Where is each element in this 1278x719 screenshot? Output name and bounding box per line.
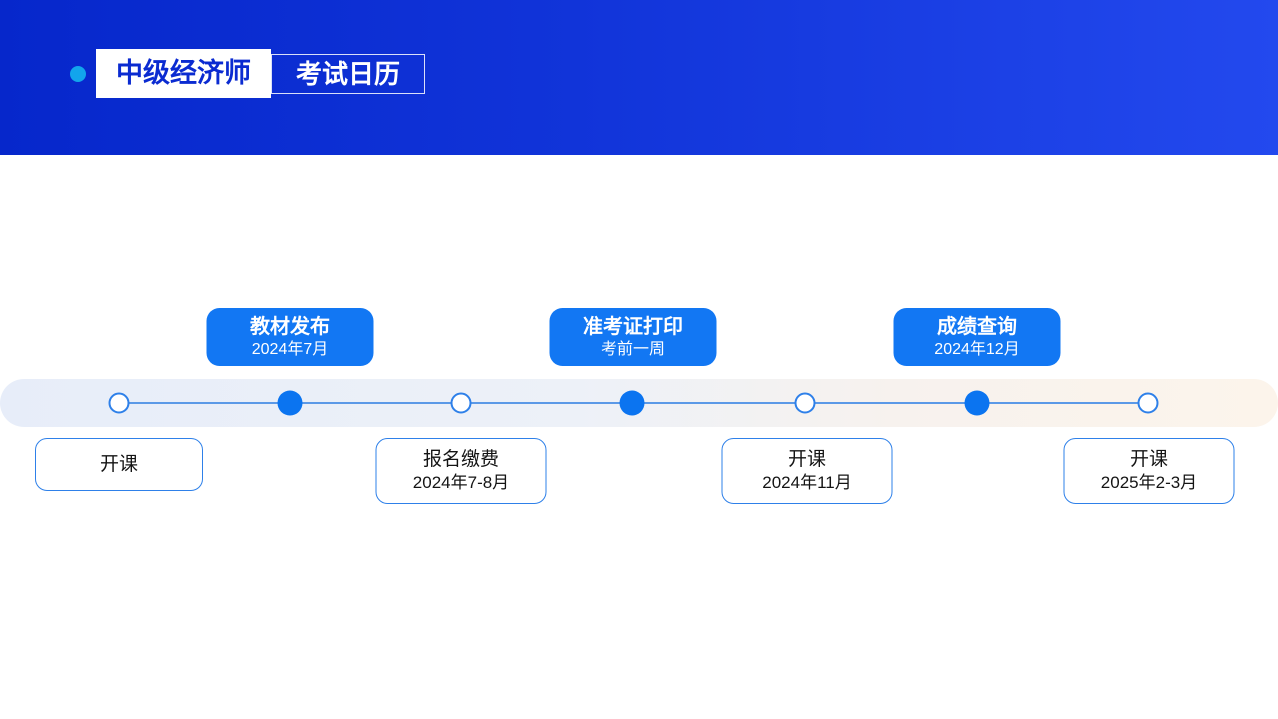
calendar-title-badge: 考试日历 [271,53,426,94]
event-title: 报名缴费 [422,449,499,470]
timeline-node-filled [964,390,990,416]
event-card-admission-ticket: 准考证打印 考前一周 [549,308,717,366]
timeline-node-hollow [794,392,816,414]
header-banner: 中级经济师 考试日历 [0,0,1278,155]
event-card-course-start-3: 开课 2025年2-3月 [1063,438,1235,504]
exam-level-badge: 中级经济师 [96,49,271,98]
event-title: 教材发布 [250,315,330,338]
event-subtitle: 2025年2-3月 [1100,473,1198,492]
event-card-score-inquiry: 成绩查询 2024年12月 [893,308,1061,366]
page-title: 中级经济师 考试日历 [70,49,426,98]
event-subtitle: 2024年11月 [762,473,852,492]
timeline-node-filled [277,390,303,416]
event-subtitle: 2024年7月 [251,340,329,358]
timeline-node-hollow [108,392,130,414]
event-title: 开课 [99,453,138,475]
event-title: 开课 [787,449,826,470]
event-subtitle: 2024年12月 [934,340,1020,358]
event-subtitle: 2024年7-8月 [412,473,510,492]
event-title: 成绩查询 [937,315,1017,338]
event-card-registration-payment: 报名缴费 2024年7-8月 [375,438,547,504]
event-card-textbook-release: 教材发布 2024年7月 [206,308,374,366]
timeline-node-filled [619,390,645,416]
event-subtitle: 考前一周 [600,340,665,358]
timeline-node-hollow [1137,392,1159,414]
timeline-node-hollow [450,392,472,414]
event-card-course-start-1: 开课 [35,438,203,491]
bullet-dot-icon [70,65,86,82]
event-title: 开课 [1129,449,1168,470]
event-title: 准考证打印 [583,315,683,338]
event-card-course-start-2: 开课 2024年11月 [721,438,893,504]
